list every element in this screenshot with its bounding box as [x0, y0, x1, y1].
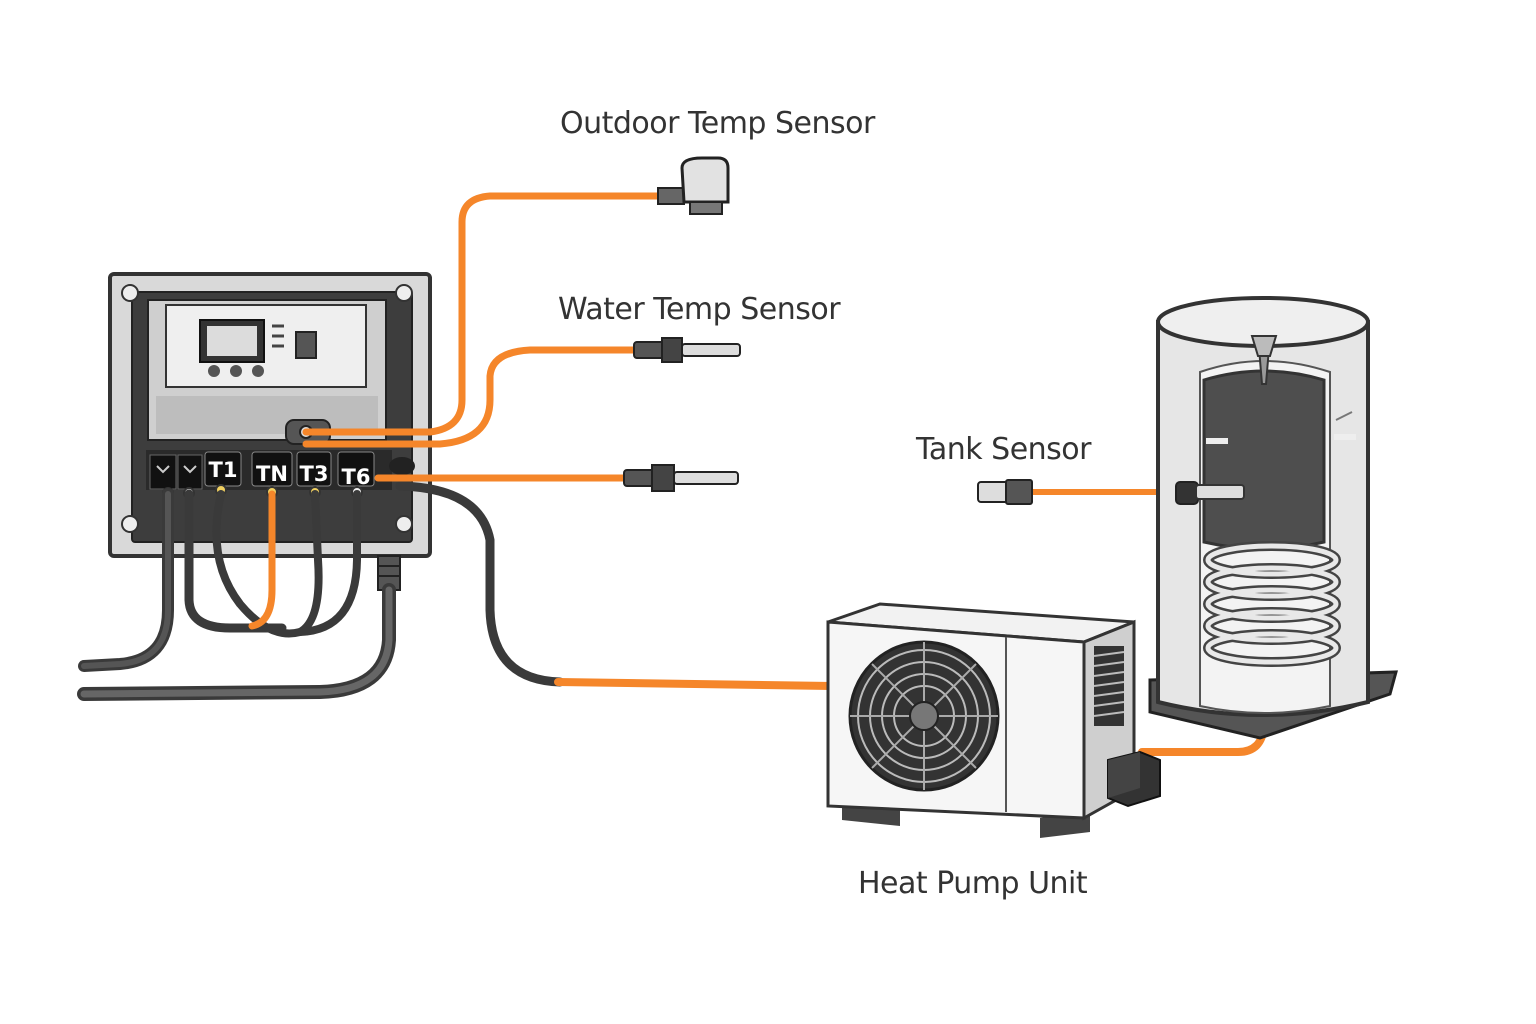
terminal-tn: TN — [256, 462, 288, 486]
heat-pump-unit — [826, 602, 1161, 838]
fan-icon — [848, 640, 1000, 792]
tank-sensor-icon — [977, 479, 1033, 505]
coil-icon — [1203, 541, 1341, 667]
vent-grille — [1093, 646, 1125, 726]
water-tank — [1148, 296, 1398, 740]
terminal-t1: T1 — [209, 458, 238, 482]
outdoor-sensor-label: Outdoor Temp Sensor — [560, 106, 875, 141]
power-cables — [77, 481, 565, 701]
outdoor-sensor-icon — [657, 156, 730, 215]
water-sensor-icon — [633, 337, 741, 363]
terminal-t6: T6 — [342, 465, 371, 489]
tank-sensor-label: Tank Sensor — [916, 432, 1092, 467]
controller-enclosure: T1 TN T3 T6 — [108, 272, 432, 591]
heat-pump-label: Heat Pump Unit — [858, 866, 1088, 901]
junction-box — [1107, 750, 1161, 808]
terminal-t3: T3 — [300, 462, 329, 486]
sensor-wires — [248, 192, 1268, 756]
controller-display-icon — [199, 319, 265, 363]
water-sensor-label: Water Temp Sensor — [558, 292, 841, 327]
probe-sensor-icon — [623, 464, 739, 492]
